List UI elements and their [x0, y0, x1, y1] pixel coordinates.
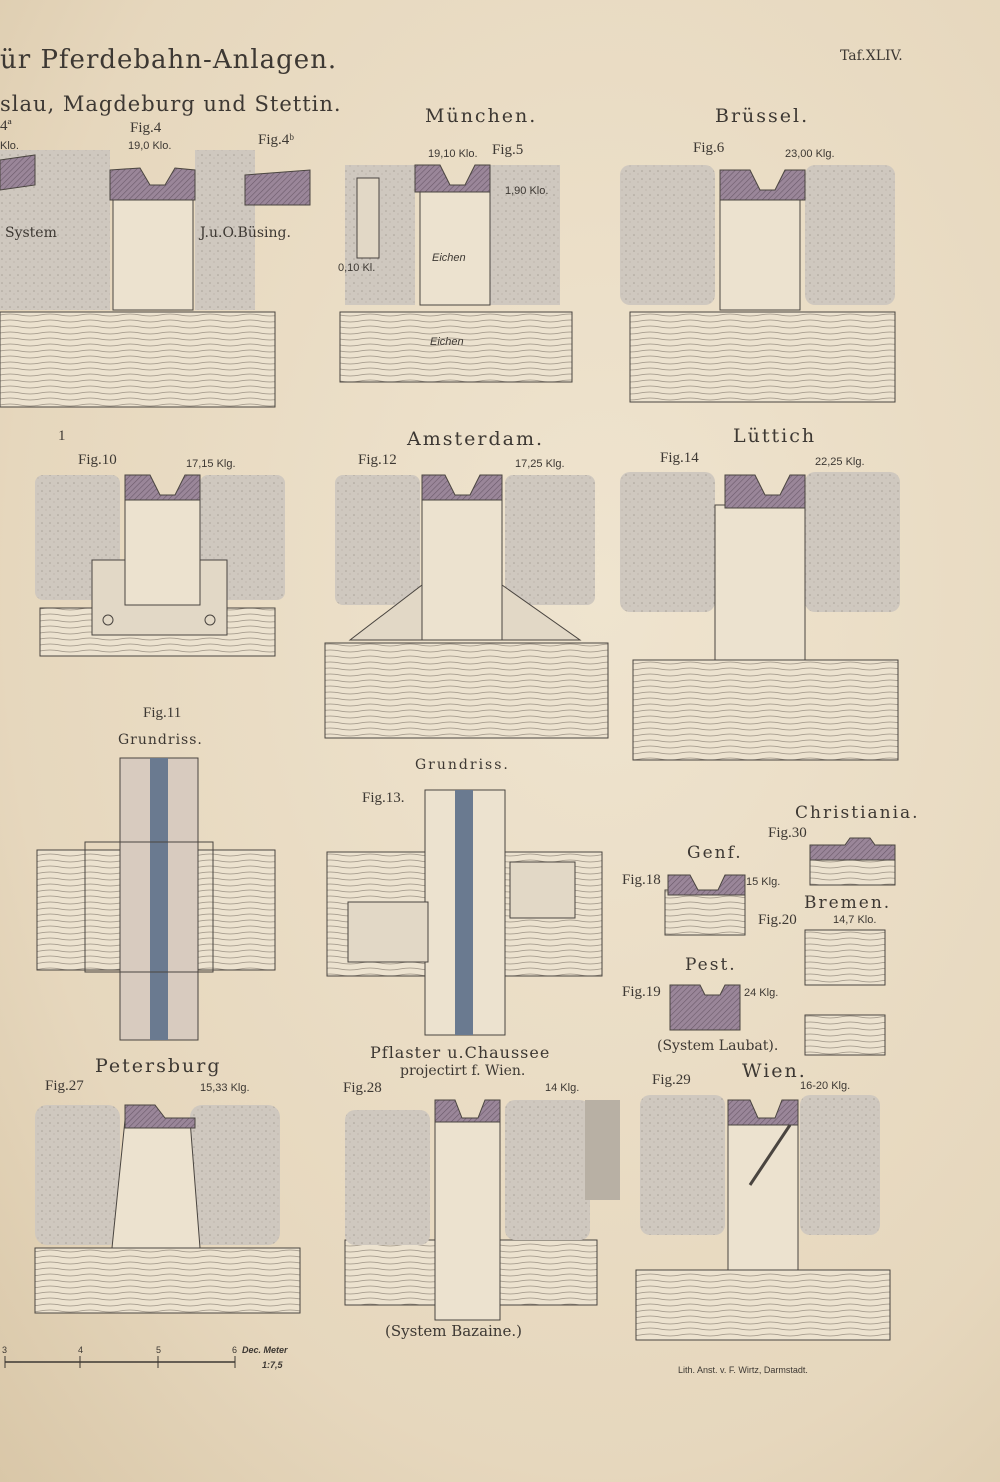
scale-ratio: 1:7,5 — [262, 1360, 283, 1370]
grundriss-label-2: Grundriss. — [415, 757, 510, 773]
city-amsterdam: Amsterdam. — [407, 428, 544, 450]
fig28-weight: 14 Klg. — [545, 1082, 580, 1094]
fig4-label: Fig.4 — [130, 120, 162, 136]
fig20-weight: 14,7 Klo. — [833, 914, 877, 926]
fig10-label: Fig.10 — [78, 452, 117, 468]
scale-tick-6: 6 — [232, 1345, 238, 1355]
city-luettich: Lüttich — [733, 425, 817, 447]
section-number: 1 — [58, 428, 66, 444]
city-wien: Wien. — [742, 1060, 807, 1082]
fig14-drawing — [620, 472, 900, 761]
eichen-label-1: Eichen — [432, 252, 466, 264]
fig29-drawing — [635, 1095, 891, 1341]
fig4b-label: Fig.4ᵇ — [258, 132, 294, 148]
fig28-label: Fig.28 — [343, 1080, 382, 1096]
scale-tick-4: 4 — [78, 1345, 84, 1355]
scale-unit: Dec. Meter — [242, 1345, 288, 1355]
fig10-drawing — [35, 474, 285, 657]
fig12-drawing — [324, 474, 609, 739]
fig11-drawing — [36, 757, 276, 1041]
city-pest: Pest. — [685, 955, 737, 975]
city-christiania: Christiania. — [795, 803, 920, 823]
fig5-label: Fig.5 — [492, 142, 524, 158]
fig5-weight-3: 0,10 Kl. — [338, 262, 376, 274]
fig14-weight: 22,25 Klg. — [815, 456, 865, 468]
fig4-weight: 19,0 Klo. — [128, 140, 172, 152]
bazaine-label: (System Bazaine.) — [385, 1322, 522, 1340]
fig19-weight: 24 Klg. — [744, 987, 779, 999]
fig29-weight: 16-20 Klg. — [800, 1080, 851, 1092]
busing-label: J.u.O.Büsing. — [200, 225, 291, 241]
fig13-label: Fig.13. — [362, 790, 405, 806]
city-petersburg: Petersburg — [95, 1055, 222, 1077]
fig20-label: Fig.20 — [758, 912, 797, 928]
fig29-label: Fig.29 — [652, 1072, 691, 1088]
city-bremen: Bremen. — [804, 893, 892, 913]
fig27-drawing — [34, 1104, 301, 1314]
fig28-drawing — [344, 1099, 620, 1321]
eichen-label-2: Eichen — [430, 336, 464, 348]
city-genf: Genf. — [687, 843, 743, 863]
fig14-label: Fig.14 — [660, 450, 699, 466]
fig5-drawing — [339, 164, 573, 383]
fig6-label: Fig.6 — [693, 140, 725, 156]
city-bruessel: Brüssel. — [715, 105, 810, 127]
pflaster-label: Pflaster u.Chaussee — [370, 1043, 551, 1062]
fig6-drawing — [620, 165, 896, 403]
scale-tick-3: 3 — [2, 1345, 8, 1355]
imprint: Lith. Anst. v. F. Wirtz, Darmstadt. — [678, 1365, 808, 1375]
fig12-weight: 17,25 Klg. — [515, 458, 565, 470]
fig11-label: Fig.11 — [143, 705, 182, 721]
fig27-label: Fig.27 — [45, 1078, 84, 1094]
scale-tick-5: 5 — [156, 1345, 162, 1355]
city-muenchen: München. — [425, 105, 538, 127]
grundriss-label-1: Grundriss. — [118, 732, 203, 748]
small-profiles-drawing — [664, 837, 896, 1056]
fig27-weight: 15,33 Klg. — [200, 1082, 250, 1094]
fig19-label: Fig.19 — [622, 984, 661, 1000]
fig30-label: Fig.30 — [768, 825, 807, 841]
fig4-drawing — [0, 150, 311, 408]
scale-bar — [4, 1356, 236, 1368]
fig10-weight: 17,15 Klg. — [186, 458, 236, 470]
fig12-label: Fig.12 — [358, 452, 397, 468]
plate-title: ür Pferdebahn-Anlagen. — [0, 45, 338, 75]
plate-subtitle: slau, Magdeburg und Stettin. — [0, 92, 342, 116]
fig5-weight: 19,10 Klo. — [428, 148, 478, 160]
fig4a-label: 4ª — [0, 118, 12, 134]
fig18-weight: 15 Klg. — [746, 876, 781, 888]
fig18-label: Fig.18 — [622, 872, 661, 888]
plate-number: Taf.XLIV. — [840, 48, 903, 64]
fig4a-weight: Klo. — [0, 140, 19, 152]
fig6-weight: 23,00 Klg. — [785, 148, 835, 160]
laubat-label: (System Laubat). — [657, 1038, 779, 1054]
projectirt-label: projectirt f. Wien. — [400, 1063, 526, 1079]
fig13-drawing — [326, 789, 603, 1036]
fig5-weight-2: 1,90 Klo. — [505, 185, 549, 197]
system-label: System — [5, 225, 57, 241]
